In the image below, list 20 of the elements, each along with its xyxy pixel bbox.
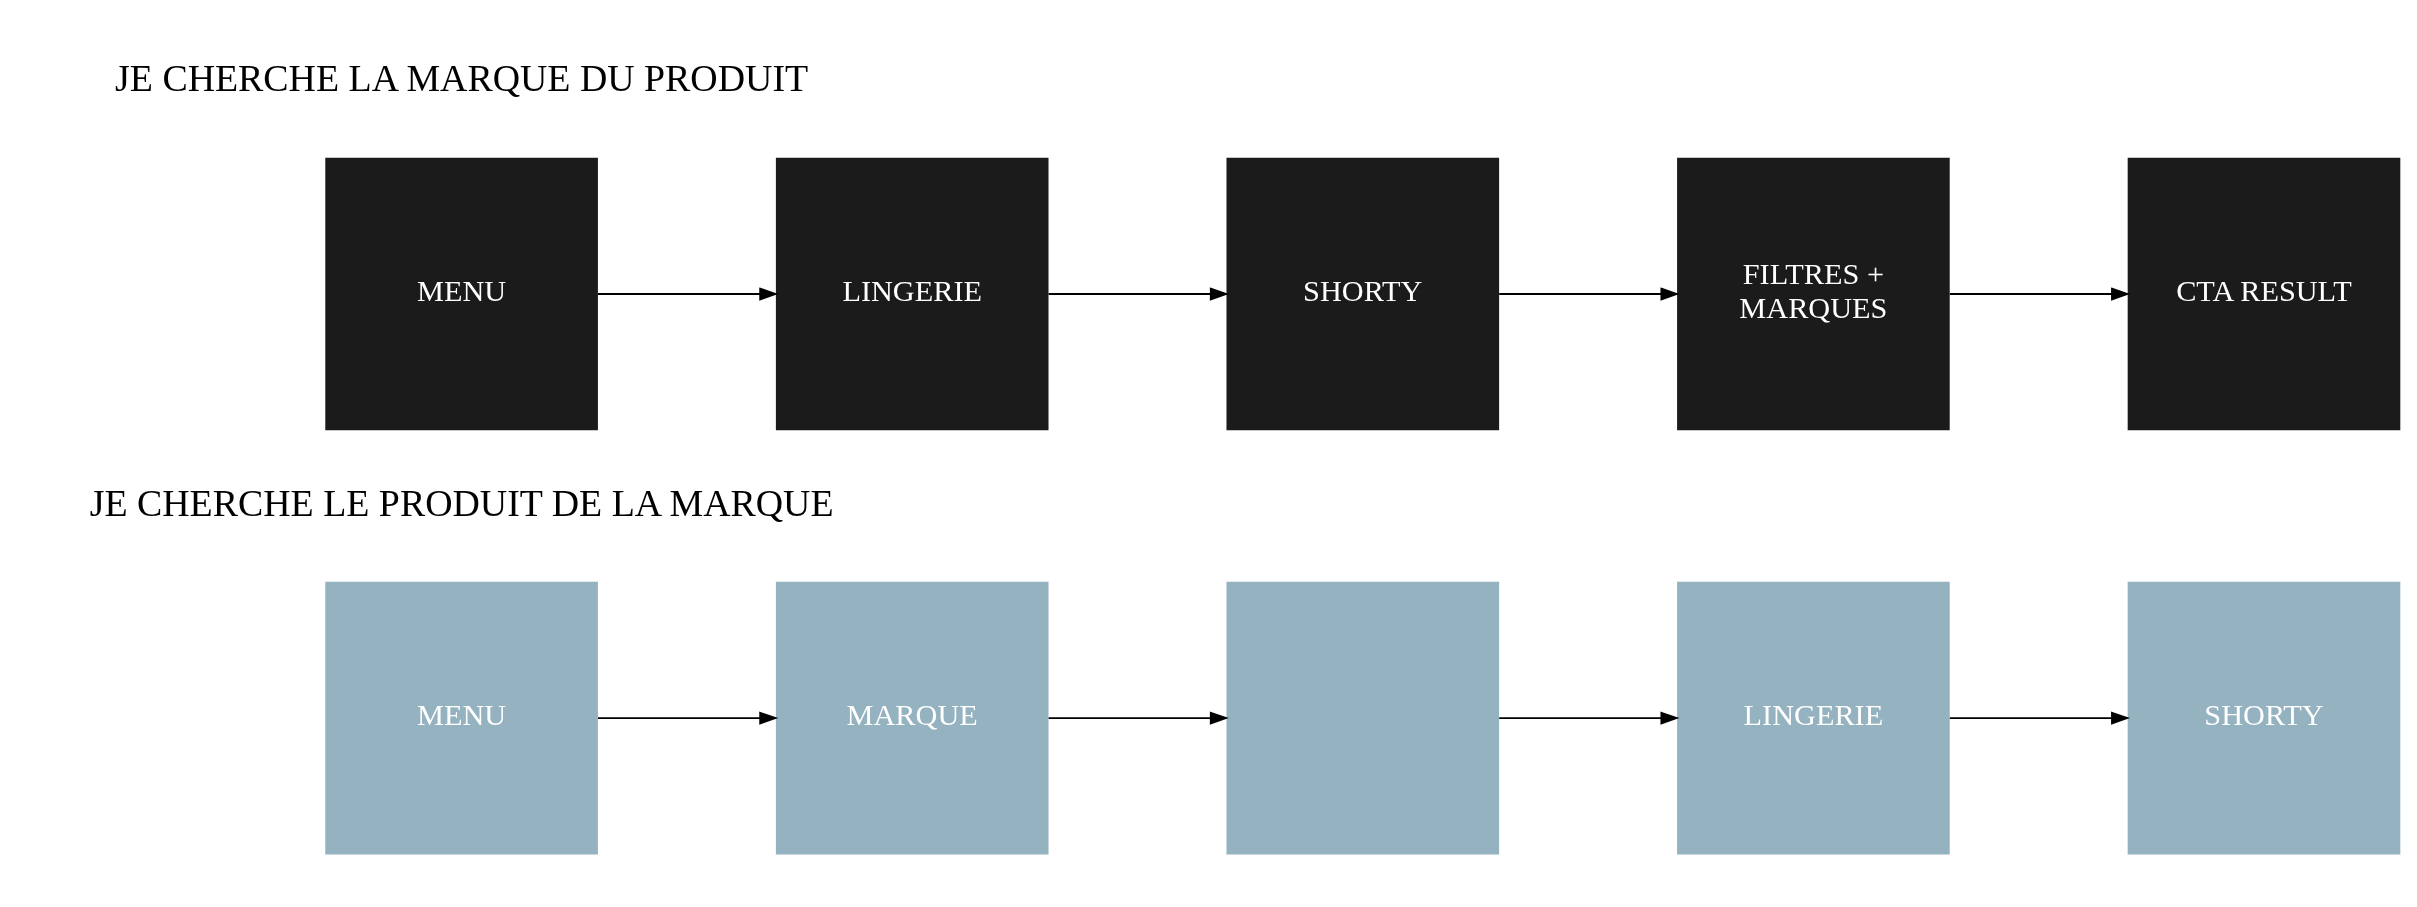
- node-box: MARQUE: [775, 581, 1049, 854]
- arrow: [597, 710, 779, 725]
- arrow: [1498, 286, 1680, 301]
- arrow: [1047, 286, 1229, 301]
- node-box: LINGERIE: [1677, 581, 1950, 854]
- node-box: MENU: [325, 157, 598, 430]
- arrow: [597, 286, 779, 301]
- arrow: [1948, 286, 2130, 301]
- node-box: SHORTY: [2127, 581, 2401, 854]
- arrow: [1498, 710, 1680, 725]
- node-box: MENU: [325, 581, 598, 854]
- label: JE CHERCHE LA MARQUE DU PRODUIT: [115, 56, 809, 99]
- arrow: [1948, 710, 2130, 725]
- node-box: LINGERIE: [775, 157, 1049, 430]
- node-box: CTA RESULT: [2127, 157, 2401, 430]
- label: JE CHERCHE LE PRODUIT DE LA MARQUE: [89, 481, 834, 524]
- arrow: [1047, 710, 1229, 725]
- node-box: FILTRES + MARQUES: [1677, 157, 1950, 430]
- node-box: SHORTY: [1226, 157, 1500, 430]
- node-box: [1226, 581, 1500, 854]
